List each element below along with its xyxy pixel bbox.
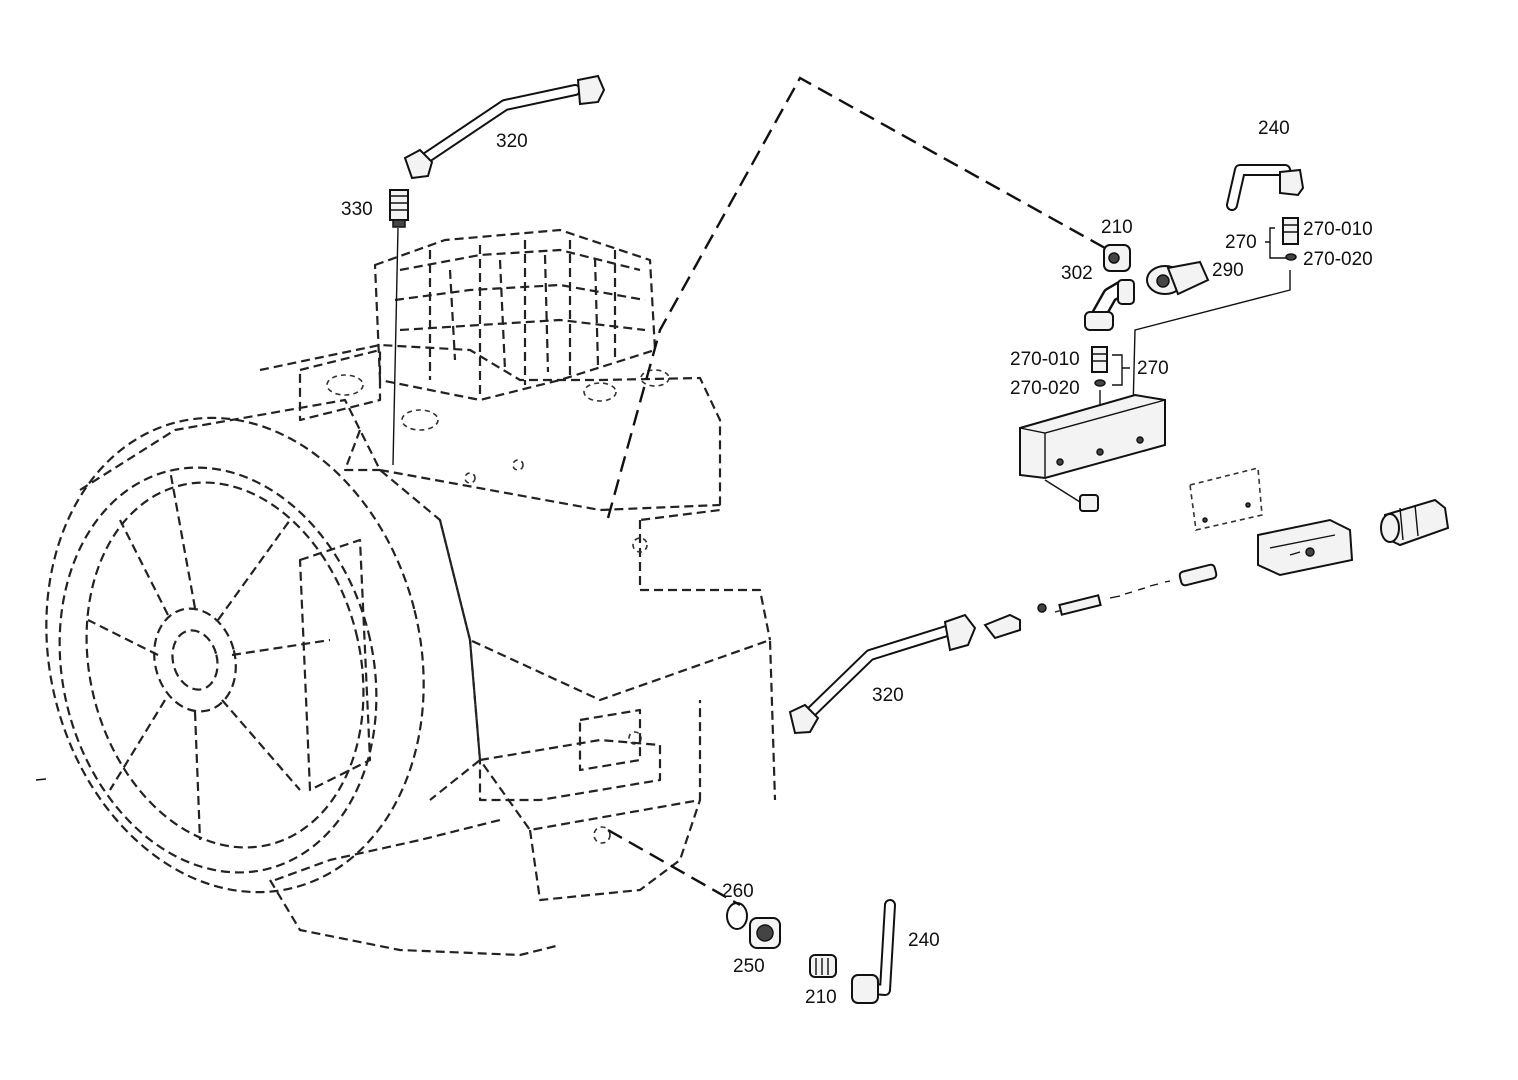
callout-240-top: 240	[1258, 118, 1290, 139]
callout-270-mid: 270	[1137, 358, 1169, 379]
callout-270-010-mid: 270-010	[1010, 349, 1080, 370]
callout-210-bottom: 210	[805, 987, 837, 1008]
callout-320-bottom: 320	[872, 685, 904, 706]
elbow-302	[1084, 279, 1135, 331]
pipe-240-top	[1226, 164, 1305, 211]
callout-330: 330	[341, 199, 373, 220]
fitting-270-mid	[1091, 346, 1130, 387]
callout-290: 290	[1212, 260, 1244, 281]
callout-270-top: 270	[1225, 232, 1257, 253]
fitting-270-top	[1265, 217, 1299, 261]
fitting-330	[389, 189, 409, 228]
callout-250: 250	[733, 956, 765, 977]
pipe-320-bottom	[788, 613, 977, 735]
plug-250	[749, 917, 781, 949]
callout-240-bottom: 240	[908, 930, 940, 951]
fitting-290	[1146, 260, 1210, 296]
gasket-plate	[1189, 466, 1263, 531]
seal-ring-260	[726, 902, 748, 930]
callout-labels: 320 330 240 210 302 290 270 270-010 270-…	[341, 118, 1373, 1008]
pipe-320-top	[403, 74, 606, 180]
fitting-210-top	[1103, 244, 1131, 272]
callout-210-top: 210	[1101, 217, 1133, 238]
callout-260: 260	[722, 881, 754, 902]
callout-320-top: 320	[496, 131, 528, 152]
spool-parts	[983, 563, 1218, 640]
manifold-block	[1019, 393, 1166, 512]
leader-lines	[392, 76, 1291, 907]
pipe-240-bottom	[851, 899, 896, 1004]
callout-270-010-top: 270-010	[1303, 219, 1373, 240]
solenoid	[1380, 498, 1450, 547]
transmission-housing	[45, 228, 777, 957]
valve-housing	[1257, 518, 1354, 577]
fitting-210-bottom	[809, 954, 837, 978]
callout-270-020-mid: 270-020	[1010, 378, 1080, 399]
callout-270-020-top: 270-020	[1303, 249, 1373, 270]
callout-302: 302	[1061, 263, 1093, 284]
